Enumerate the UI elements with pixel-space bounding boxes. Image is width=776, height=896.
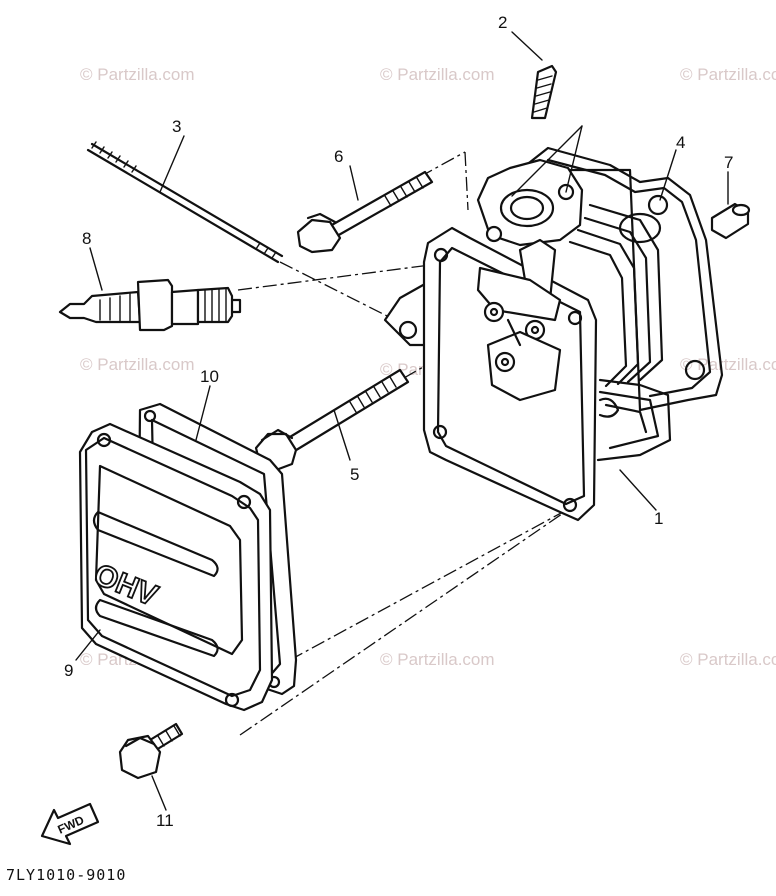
callout-1: 1 <box>654 509 663 528</box>
dowel-pin <box>710 202 751 240</box>
alignment-line <box>279 261 396 321</box>
alignment-line <box>289 499 586 661</box>
leader-line <box>349 165 359 201</box>
callout-6: 6 <box>334 147 343 166</box>
watermark-text: © Partzilla.com <box>80 355 195 374</box>
leader-line <box>565 125 583 193</box>
watermark-text: © Partzilla.com <box>680 355 776 374</box>
alignment-line <box>237 264 431 291</box>
callouts: 2 3 4 6 7 8 10 5 1 9 11 <box>64 13 733 830</box>
leader-line <box>659 149 677 201</box>
spark-plug <box>58 278 242 332</box>
flange-bolt <box>296 170 434 254</box>
stud-bolt <box>530 64 558 120</box>
leader-lines <box>75 31 729 811</box>
leader-line <box>159 135 185 193</box>
leader-line <box>619 469 657 511</box>
callout-7: 7 <box>724 153 733 172</box>
watermark-text: © Partzilla.com <box>380 65 495 84</box>
watermark-text: © Partzilla.com <box>380 650 495 669</box>
callout-2: 2 <box>498 13 507 32</box>
alignment-line <box>464 151 469 211</box>
leader-line <box>511 31 543 61</box>
long-stud-bolt <box>86 141 284 264</box>
forward-direction-arrow: FWD <box>40 802 100 846</box>
leader-line <box>195 385 211 441</box>
callout-3: 3 <box>172 117 181 136</box>
leader-line <box>511 125 583 197</box>
watermark-text: © Partzilla.com <box>80 65 195 84</box>
callout-8: 8 <box>82 229 91 248</box>
callout-4: 4 <box>676 133 685 152</box>
cylinder-head-gasket <box>518 146 724 412</box>
callout-11: 11 <box>156 811 174 830</box>
leader-line <box>151 775 167 811</box>
valve-cover: OHV <box>78 422 274 712</box>
leader-line <box>75 629 101 661</box>
watermark-text: © Partzilla.com <box>680 650 776 669</box>
callout-10: 10 <box>200 367 219 386</box>
cylinder-head <box>383 158 672 522</box>
watermark-text: © Partzilla.com <box>680 65 776 84</box>
leader-line <box>333 409 351 461</box>
diagram-code: 7LY1010-9010 <box>6 866 126 884</box>
flange-bolt-small <box>118 722 184 780</box>
callout-9: 9 <box>64 661 73 680</box>
leader-line <box>89 247 103 291</box>
alignment-line <box>239 504 576 736</box>
long-bolt <box>254 368 410 472</box>
callout-5: 5 <box>350 465 359 484</box>
